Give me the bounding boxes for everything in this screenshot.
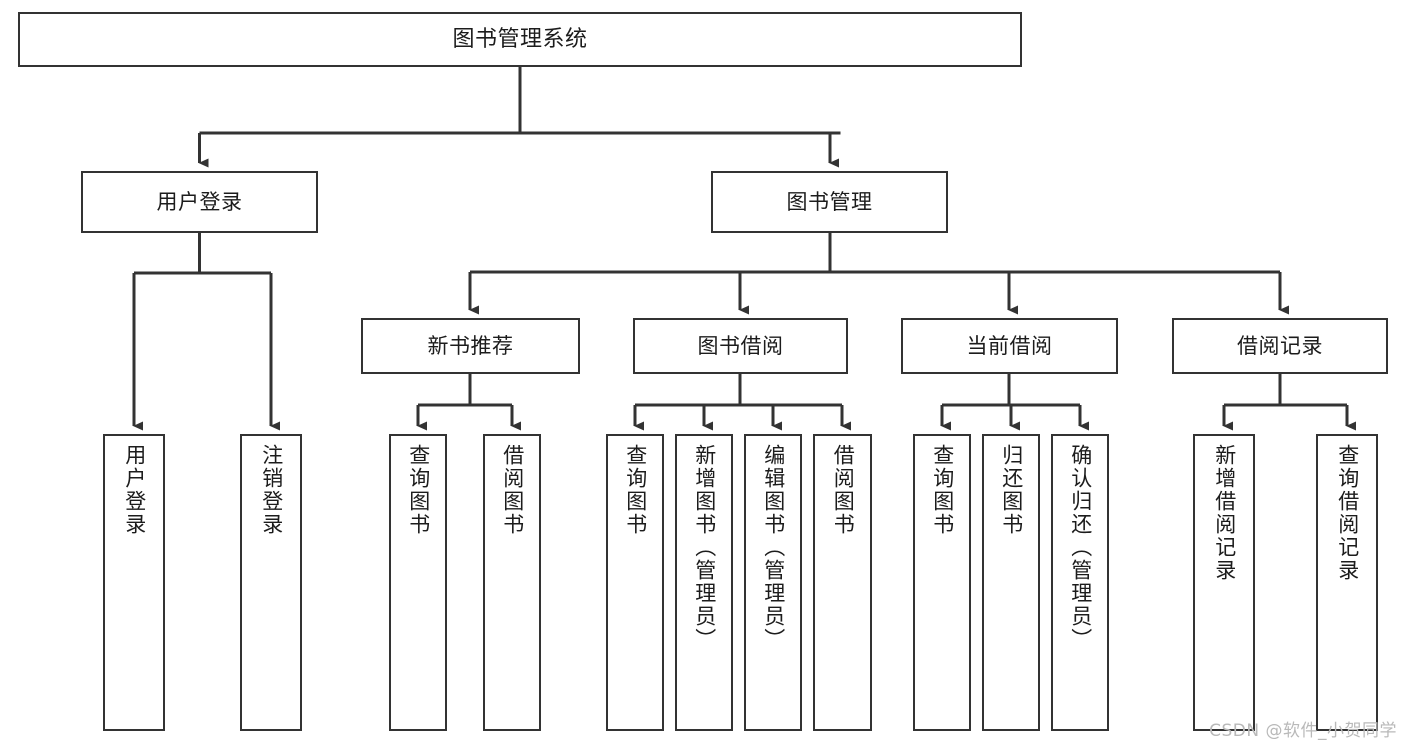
node-label: 图书管理系统: [452, 26, 588, 52]
node-new-book-recommend[interactable]: 新书推荐: [361, 318, 580, 374]
leaf-user-login[interactable]: 用户登录: [103, 434, 165, 731]
leaf-logout[interactable]: 注销登录: [240, 434, 302, 731]
node-label: 归还图书: [999, 444, 1024, 536]
csdn-watermark: CSDN @软件_小贺同学: [1209, 721, 1397, 741]
leaf-query-book-new-rec[interactable]: 查询图书: [389, 434, 447, 731]
node-label: 查询借阅记录: [1335, 444, 1360, 582]
node-label: 当前借阅: [966, 333, 1053, 358]
leaf-borrow-book[interactable]: 借阅图书: [813, 434, 872, 731]
node-current-borrow[interactable]: 当前借阅: [901, 318, 1118, 374]
leaf-query-book-borrow[interactable]: 查询图书: [606, 434, 664, 731]
node-label: 借阅图书: [831, 444, 856, 536]
node-label: 编辑图书（管理员）: [761, 444, 786, 651]
node-label: 图书借阅: [697, 333, 784, 358]
node-label: 查询图书: [930, 444, 955, 536]
node-book-manage[interactable]: 图书管理: [711, 171, 948, 233]
node-label: 新书推荐: [427, 333, 514, 358]
node-label: 查询图书: [623, 444, 648, 536]
node-label: 注销登录: [259, 444, 284, 536]
node-label: 用户登录: [122, 444, 147, 536]
leaf-add-borrow-record[interactable]: 新增借阅记录: [1193, 434, 1255, 731]
leaf-add-book-admin[interactable]: 新增图书（管理员）: [675, 434, 733, 731]
node-user-login[interactable]: 用户登录: [81, 171, 318, 233]
leaf-query-book-current[interactable]: 查询图书: [913, 434, 971, 731]
leaf-return-book[interactable]: 归还图书: [982, 434, 1040, 731]
leaf-query-borrow-record[interactable]: 查询借阅记录: [1316, 434, 1378, 731]
node-label: 借阅图书: [500, 444, 525, 536]
node-book-borrow[interactable]: 图书借阅: [633, 318, 848, 374]
leaf-borrow-book-new-rec[interactable]: 借阅图书: [483, 434, 541, 731]
leaf-edit-book-admin[interactable]: 编辑图书（管理员）: [744, 434, 802, 731]
node-label: 新增借阅记录: [1212, 444, 1237, 582]
node-label: 用户登录: [156, 189, 243, 214]
node-label: 查询图书: [406, 444, 431, 536]
node-label: 图书管理: [786, 189, 873, 214]
node-label: 确认归还（管理员）: [1068, 444, 1093, 651]
node-borrow-record[interactable]: 借阅记录: [1172, 318, 1388, 374]
node-label: 借阅记录: [1237, 333, 1323, 358]
node-label: 新增图书（管理员）: [692, 444, 717, 651]
leaf-confirm-return-admin[interactable]: 确认归还（管理员）: [1051, 434, 1109, 731]
node-root-system[interactable]: 图书管理系统: [18, 12, 1022, 67]
